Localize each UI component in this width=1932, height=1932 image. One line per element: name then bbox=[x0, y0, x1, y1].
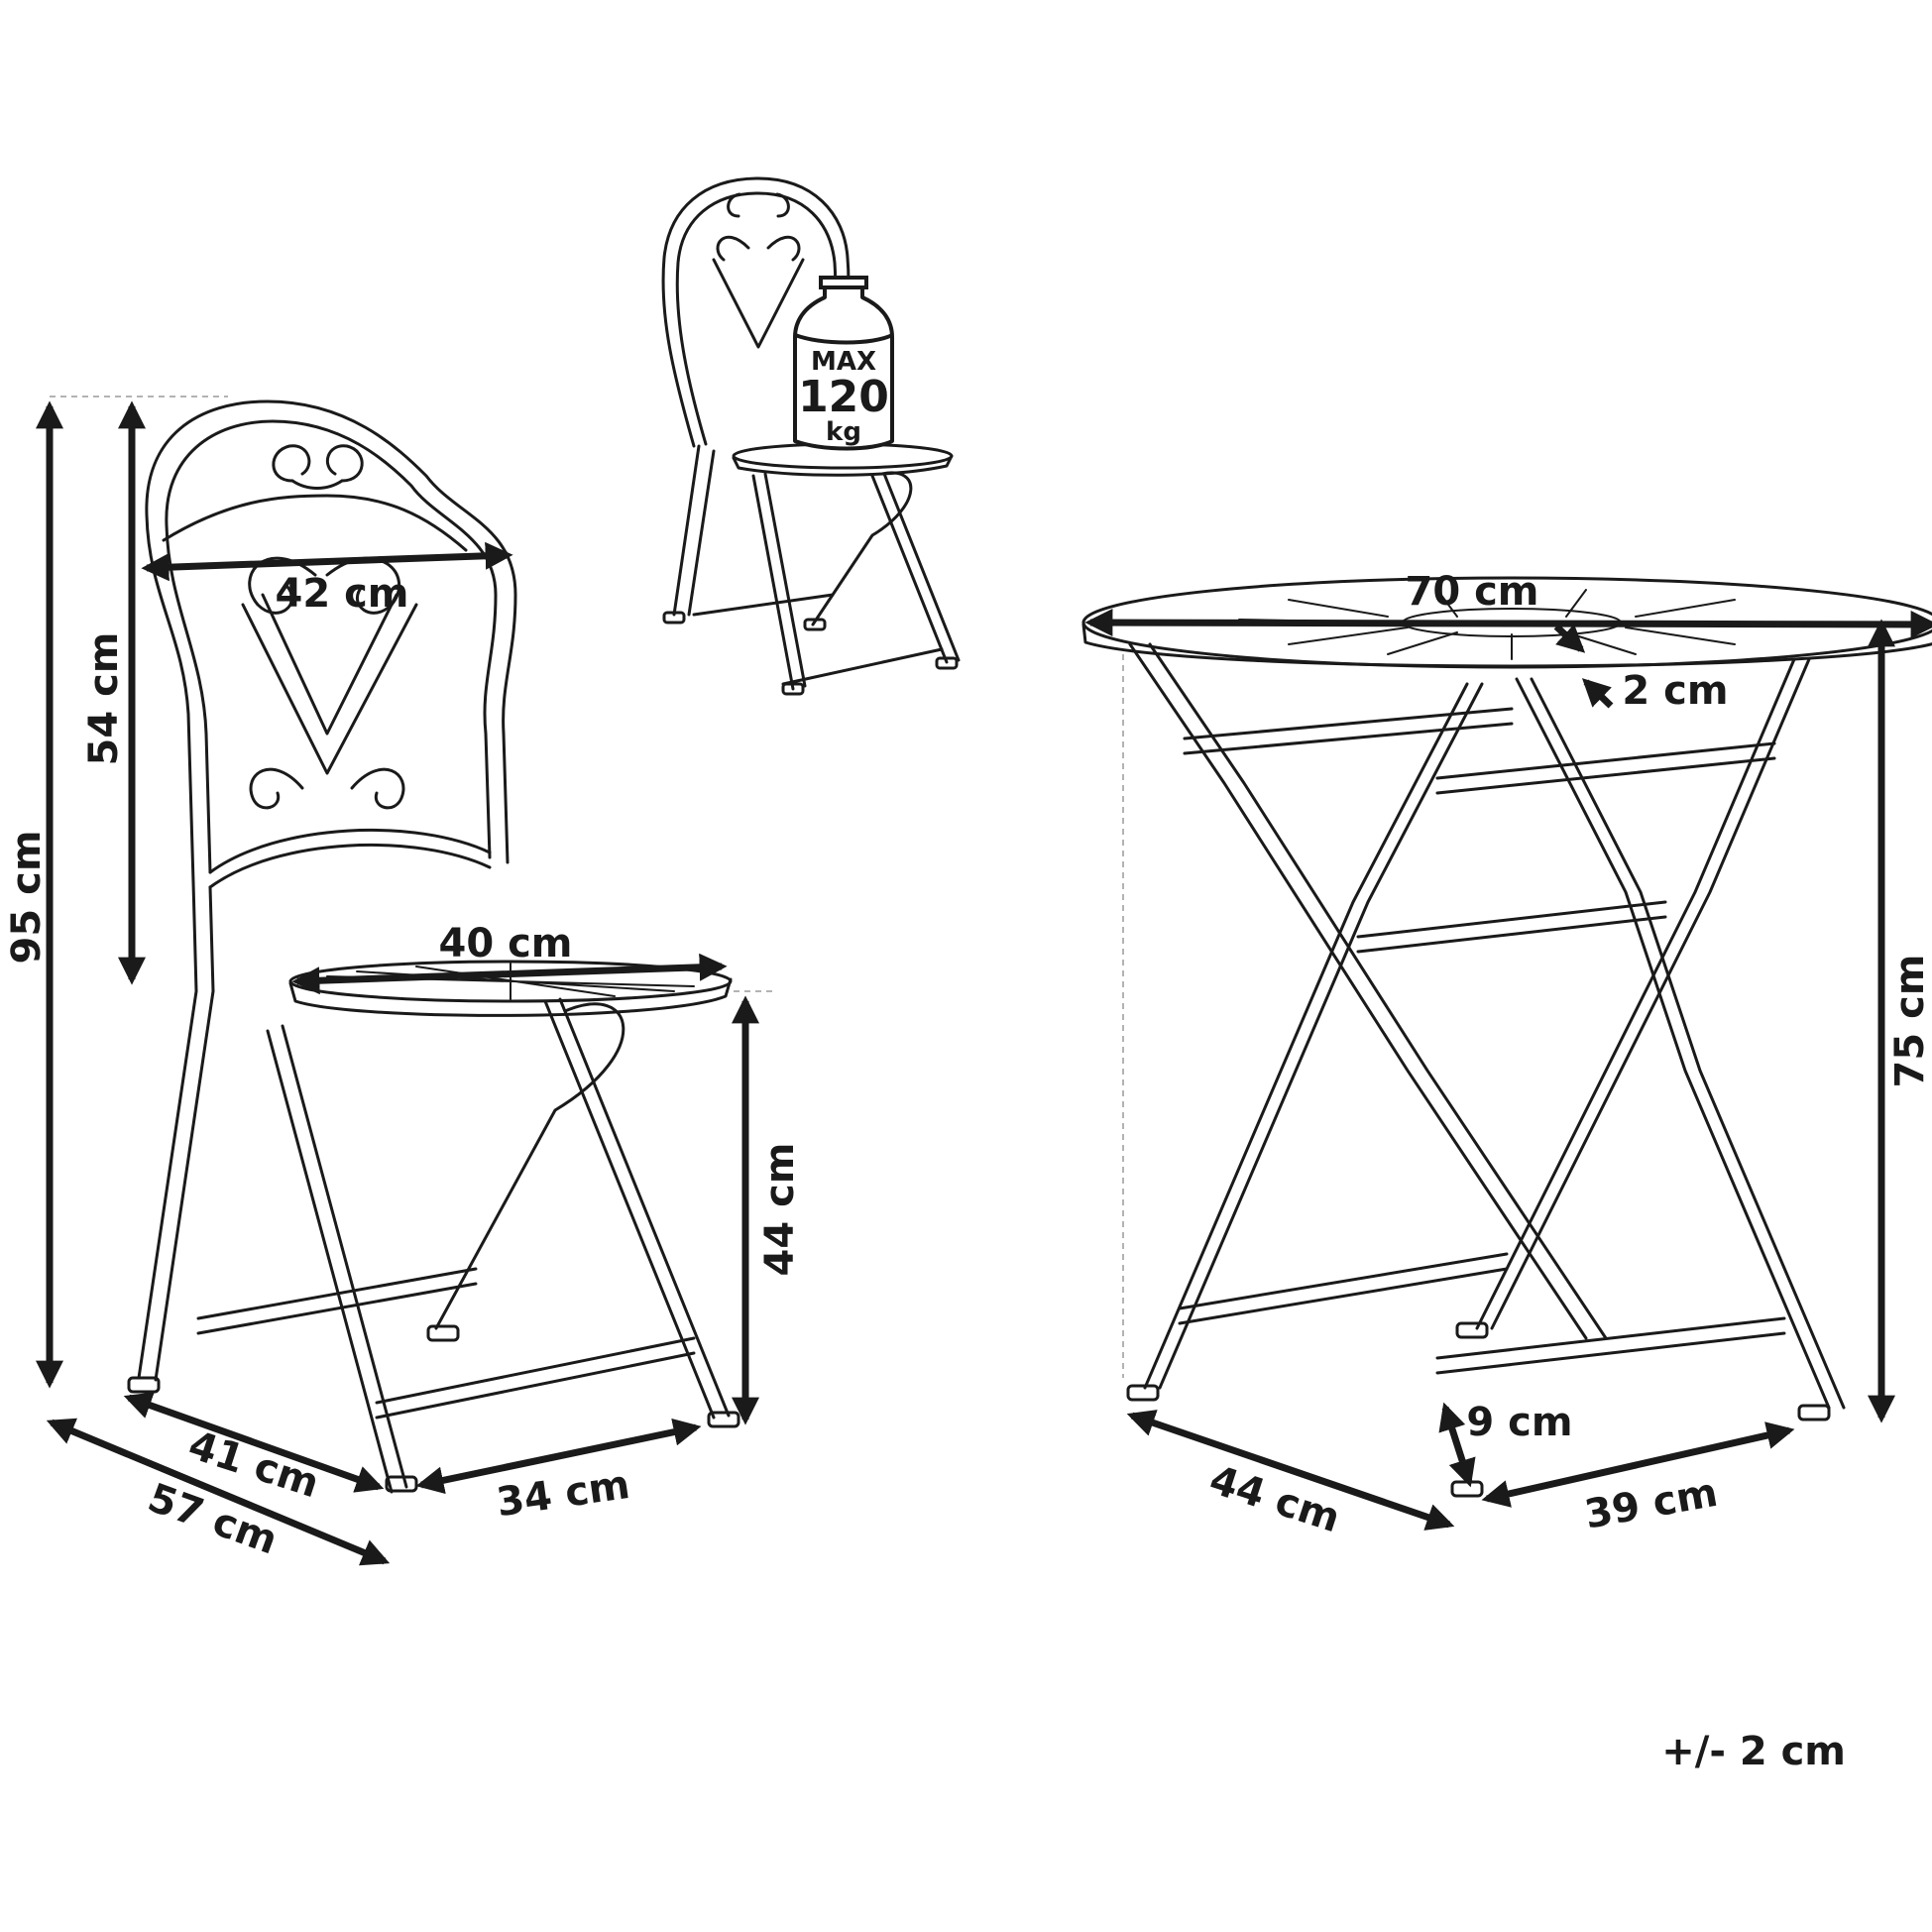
label-chair-height-total: 95 cm bbox=[4, 831, 50, 965]
label-table-base-width: 39 cm bbox=[1581, 1470, 1721, 1538]
dim-chair-width-base bbox=[415, 1418, 702, 1495]
chair-stretcher-1b bbox=[196, 1282, 478, 1335]
dim-table-base-depth bbox=[1126, 1410, 1455, 1531]
chair-backrest-inner bbox=[165, 419, 498, 874]
small-chair-heart-vee bbox=[712, 258, 805, 349]
table-foot-4 bbox=[1455, 1321, 1489, 1339]
label-chair-seat-diameter: 40 cm bbox=[439, 921, 573, 966]
table-stretcher-3 bbox=[1356, 900, 1667, 954]
chair-leg-front-left bbox=[137, 880, 198, 1380]
table-stretcher-1 bbox=[1183, 707, 1514, 755]
table-stretcher-2 bbox=[1435, 741, 1776, 795]
table-drawing bbox=[1081, 576, 1932, 1498]
tolerance-note: +/- 2 cm bbox=[1661, 1729, 1846, 1774]
chair-seat-rim bbox=[288, 977, 733, 1017]
dim-table-top-thickness-lower bbox=[1581, 678, 1614, 709]
chair-foot-4 bbox=[426, 1324, 460, 1342]
table-foot-2 bbox=[1450, 1480, 1484, 1498]
small-chair-foot-4 bbox=[803, 618, 827, 631]
chair-back-rail bbox=[208, 828, 492, 874]
small-chair-leg-cross bbox=[751, 472, 807, 691]
label-chair-seat-height: 44 cm bbox=[757, 1143, 803, 1277]
chair-crown-band bbox=[162, 494, 468, 552]
chair-leg-curve bbox=[434, 1002, 625, 1330]
dim-chair-depth-total bbox=[46, 1418, 391, 1566]
chair-scroll-top-join bbox=[290, 479, 344, 490]
table-leg-2b bbox=[1158, 682, 1484, 1390]
dim-table-top-diameter bbox=[1084, 609, 1932, 638]
chair-foot-1 bbox=[127, 1376, 161, 1394]
chair-stretcher-2 bbox=[375, 1336, 696, 1405]
chair-leg-cross-1 bbox=[266, 1029, 394, 1494]
small-chair-foot-2 bbox=[781, 682, 805, 696]
small-chair-scrolls-mid bbox=[716, 235, 801, 262]
dim-chair-backrest-width bbox=[141, 541, 513, 582]
small-chair-seat-rim bbox=[732, 454, 954, 477]
table-leg-4 bbox=[1475, 657, 1796, 1330]
table-stretcher-4 bbox=[1178, 1252, 1509, 1325]
label-table-base-depth: 44 cm bbox=[1204, 1457, 1346, 1541]
load-badge-line2: 120 bbox=[798, 372, 889, 422]
table-top-rim bbox=[1081, 623, 1932, 668]
table-foot-1 bbox=[1126, 1384, 1160, 1402]
table-leg-1b bbox=[1148, 642, 1608, 1340]
chair-scroll-top-right bbox=[325, 444, 364, 483]
table-leg-1 bbox=[1128, 642, 1588, 1340]
chair-back-rail-lower bbox=[208, 843, 492, 889]
table-leg-3b bbox=[1530, 677, 1846, 1410]
label-chair-width-base: 34 cm bbox=[494, 1462, 632, 1526]
chair-heart-vee-inner bbox=[261, 593, 398, 736]
load-badge-line3: kg bbox=[826, 417, 861, 447]
table-leg-2 bbox=[1143, 682, 1469, 1390]
small-chair-scrolls-top bbox=[727, 192, 790, 218]
chair-leg-cross-1-inner bbox=[281, 1024, 408, 1489]
label-table-foot-height: 9 cm bbox=[1466, 1400, 1572, 1445]
chair-leg-back bbox=[543, 999, 716, 1420]
chair-stretcher-2b bbox=[375, 1351, 696, 1420]
small-chair-leg-front bbox=[672, 444, 716, 617]
chair-leg-front-left-inner bbox=[154, 885, 215, 1382]
label-chair-backrest-height: 54 cm bbox=[81, 632, 127, 766]
dim-table-base-width bbox=[1481, 1421, 1795, 1508]
small-chair-stretchers bbox=[692, 593, 944, 686]
dim-table-top-thickness-upper bbox=[1553, 624, 1586, 653]
chair-stretcher-1 bbox=[196, 1267, 478, 1320]
dim-chair-seat-diameter bbox=[291, 953, 728, 995]
dim-table-foot-height bbox=[1438, 1402, 1476, 1488]
table-leg-3 bbox=[1515, 677, 1831, 1410]
chair-heart-vee bbox=[241, 603, 418, 775]
small-chair-foot-3 bbox=[935, 656, 959, 670]
chair-backrest-frame bbox=[145, 399, 517, 884]
chair-leg-back-inner bbox=[558, 997, 731, 1418]
label-table-height: 75 cm bbox=[1887, 955, 1932, 1088]
weight-jug-icon: MAX 120 kg bbox=[793, 276, 894, 451]
label-table-top-diameter: 70 cm bbox=[1406, 569, 1539, 615]
table-leg-4b bbox=[1490, 657, 1811, 1330]
load-badge-line1: MAX bbox=[811, 347, 876, 377]
table-stretcher-5 bbox=[1435, 1316, 1786, 1375]
chair-scroll-bottom-left bbox=[249, 767, 304, 810]
small-chair-foot-1 bbox=[662, 611, 686, 625]
chair-scroll-top-left bbox=[272, 444, 311, 483]
label-table-top-thickness: 2 cm bbox=[1622, 668, 1728, 714]
label-chair-backrest-width: 42 cm bbox=[276, 571, 409, 617]
small-chair-leg-curve bbox=[811, 471, 913, 626]
small-chair-leg-back bbox=[870, 472, 961, 664]
table-foot-3 bbox=[1797, 1404, 1831, 1421]
chair-scroll-bottom-right bbox=[350, 767, 405, 810]
